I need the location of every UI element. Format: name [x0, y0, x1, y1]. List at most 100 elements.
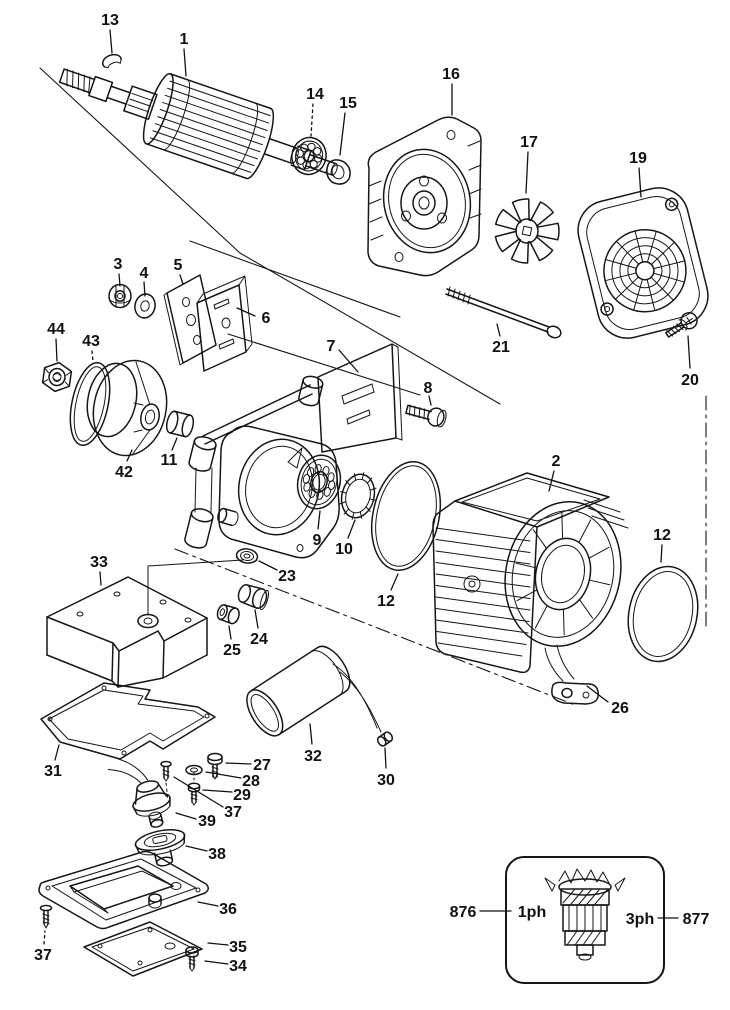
part-screw-27: [207, 752, 223, 780]
callout-label-8: 8: [424, 380, 433, 397]
callout-label-34: 34: [229, 958, 247, 975]
callout-label-15: 15: [339, 95, 357, 112]
callout-label-30: 30: [377, 772, 395, 789]
callout-leader-2: [548, 470, 555, 492]
part-box-gasket: [40, 682, 216, 760]
callout-leader-20: [687, 335, 691, 369]
callout-label-26: 26: [611, 700, 629, 717]
part-hex-nut: [41, 361, 73, 393]
part-knurled-nut: [235, 548, 259, 564]
callout-label-5: 5: [174, 257, 183, 274]
callout-leader-38: [185, 845, 208, 852]
part-spacer-sleeve: [165, 410, 195, 438]
callout-label-21: 21: [492, 339, 510, 356]
callout-label-14: 14: [306, 86, 324, 103]
part-shaft-nut: [108, 283, 132, 309]
callout-leader-29: [202, 789, 233, 793]
callout-label-27: 27: [253, 757, 271, 774]
callout-label-36: 36: [219, 901, 237, 918]
callout-leader-15: [339, 112, 346, 156]
callout-leader-4: [143, 281, 146, 297]
callout-leader-31: [54, 744, 60, 761]
part-through-bolt: [445, 286, 562, 339]
part-end-bell: [367, 116, 482, 277]
callout-leader-11: [171, 437, 178, 451]
callout-label-876: 876: [450, 904, 477, 921]
part-lock-plate: [326, 159, 351, 185]
callout-leader-10: [347, 519, 356, 539]
part-bottom-plate: [83, 921, 203, 977]
callout-label-12: 12: [653, 527, 671, 544]
callout-label-25: 25: [223, 642, 241, 659]
part-retaining-washer: [102, 53, 122, 69]
part-gasket-ring-left: [371, 461, 441, 571]
callout-leader-5: [179, 274, 184, 285]
part-washer: [134, 293, 156, 319]
part-wire-sleeve: [376, 731, 394, 747]
callout-leader-35: [207, 942, 229, 946]
callout-label-20: 20: [681, 372, 699, 389]
part-fan-cover: [577, 187, 709, 339]
part-pulley: [86, 359, 168, 457]
callout-label-37: 37: [34, 947, 52, 964]
callout-label-3ph: 3ph: [626, 911, 654, 928]
part-screw-34: [185, 946, 199, 972]
callout-leader-24: [254, 609, 259, 629]
callout-leader-6: [236, 307, 256, 317]
part-base-pan: [38, 850, 209, 930]
part-stator: [432, 472, 629, 682]
callout-label-10: 10: [335, 541, 353, 558]
part-spacer-plate: [163, 274, 217, 366]
callout-leader-32: [309, 723, 313, 745]
part-pump-bearing: [296, 454, 342, 510]
part-pump-body: [217, 425, 340, 559]
part-terminal-box: [46, 559, 244, 688]
callout-label-31: 31: [44, 763, 62, 780]
callout-label-13: 13: [101, 12, 119, 29]
callout-label-19: 19: [629, 150, 647, 167]
callout-label-1: 1: [180, 31, 189, 48]
callout-label-11: 11: [161, 452, 178, 469]
part-fitting-24: [237, 584, 270, 611]
part-screw-37-upper: [160, 760, 172, 801]
callout-label-2: 2: [552, 453, 561, 470]
part-capacitor: [246, 645, 382, 737]
callout-leader-34: [204, 960, 229, 965]
callout-leader-36: [197, 901, 219, 907]
part-pump-bracket: [184, 343, 403, 549]
callout-leader-17: [525, 151, 529, 194]
callout-label-16: 16: [442, 66, 460, 83]
callout-label-42: 42: [115, 464, 133, 481]
callout-leader-12: [660, 544, 663, 563]
callout-label-43: 43: [82, 333, 100, 350]
callout-label-6: 6: [262, 310, 271, 327]
callout-label-39: 39: [198, 813, 216, 830]
callout-leader-28: [205, 771, 242, 779]
inset-motor-icon: [544, 868, 626, 961]
callout-label-35: 35: [229, 939, 247, 956]
callout-leader-27: [225, 762, 252, 765]
callout-label-1ph: 1ph: [518, 904, 546, 921]
callout-label-38: 38: [208, 846, 226, 863]
part-pressure-switch: [107, 758, 171, 828]
callout-label-32: 32: [304, 748, 322, 765]
callout-leader-30: [384, 747, 387, 769]
part-grommet: [134, 829, 186, 867]
callout-leader-26: [586, 685, 609, 703]
part-cover-screw: [665, 311, 698, 338]
callout-leader-8: [428, 395, 432, 406]
callout-label-29: 29: [233, 787, 251, 804]
part-fitting-25: [216, 604, 240, 625]
callout-leader-21: [496, 323, 501, 337]
part-terminal-bracket: [196, 275, 253, 372]
callout-leader-7: [338, 349, 359, 373]
callout-leader-23: [258, 560, 278, 571]
part-seal-ring: [69, 361, 111, 447]
callout-leader-14: [310, 103, 314, 137]
callout-leader-39: [175, 812, 197, 820]
callout-leader-42: [126, 449, 133, 462]
part-armature: [58, 68, 338, 180]
callout-leader-19: [638, 167, 642, 198]
